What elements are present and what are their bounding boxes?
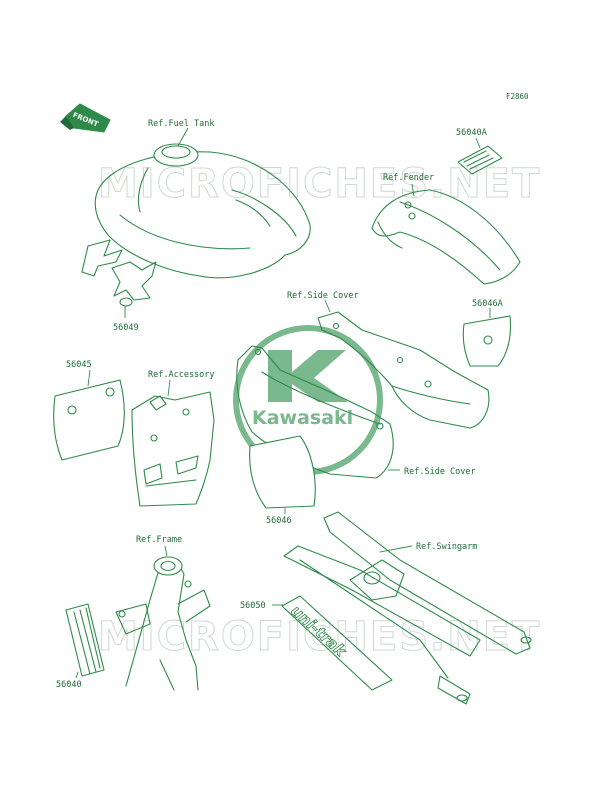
watermark-top: MICROFICHES.NET: [98, 161, 541, 207]
side-cover-left: [236, 345, 394, 479]
vin-label-56040: [65, 603, 105, 677]
label-ref-side-cover-bottom: Ref.Side Cover: [404, 467, 476, 477]
label-56050: 56050: [240, 601, 266, 611]
side-number-decal-56046: [249, 435, 316, 509]
side-cover-right: [317, 311, 490, 429]
logo-text: Kawasaki: [252, 407, 353, 429]
label-56046: 56046: [266, 516, 292, 526]
side-number-decal-56046A: [462, 315, 512, 367]
swingarm: [283, 511, 532, 705]
label-56040: 56040: [56, 680, 82, 690]
label-56049: 56049: [113, 323, 139, 333]
label-ref-accessory: Ref.Accessory: [148, 370, 215, 380]
front-arrow-icon: FRONT: [60, 103, 111, 133]
frame: [115, 556, 211, 691]
watermark-bottom: MICROFICHES.NET: [98, 614, 541, 660]
front-number-plate: [131, 391, 215, 507]
label-ref-swingarm: Ref.Swingarm: [416, 542, 477, 552]
kx-emblem-decal: [81, 239, 157, 307]
caution-label-56040A: [457, 145, 503, 175]
label-ref-side-cover-top: Ref.Side Cover: [287, 291, 359, 301]
figure-code: F2860: [506, 92, 529, 101]
label-ref-fuel-tank: Ref.Fuel Tank: [148, 119, 215, 129]
rear-fender: [371, 189, 521, 285]
label-56040A: 56040A: [456, 128, 487, 138]
label-ref-fender: Ref.Fender: [383, 173, 434, 183]
number-plate-decal-56045: [53, 379, 125, 461]
label-56046A: 56046A: [472, 299, 503, 309]
fuel-tank: [94, 143, 311, 279]
label-56045: 56045: [66, 360, 92, 370]
label-ref-frame: Ref.Frame: [136, 535, 182, 545]
